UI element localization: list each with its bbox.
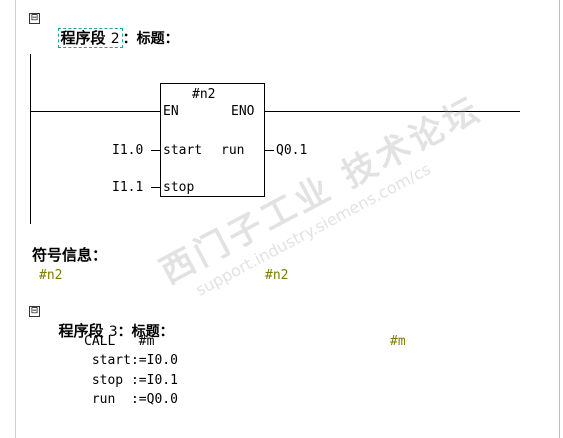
network-2-title-label: ：标题： (122, 31, 179, 47)
network-2-label: 程序段 (60, 29, 106, 47)
input-start-operand[interactable]: I1.0 (112, 143, 144, 158)
network-3-header[interactable]: 程序段 3：标题： (48, 302, 174, 341)
symbol-info-entry-name: #n2 (39, 268, 63, 283)
output-run-operand[interactable]: Q0.1 (276, 143, 308, 158)
block-name[interactable]: #n2 (192, 87, 216, 102)
network-3-title-label: ：标题： (117, 324, 174, 340)
pin-run-label: run (221, 143, 245, 158)
pin-start-label: start (163, 143, 203, 158)
stl-call-line[interactable]: CALL #m (84, 334, 155, 349)
function-block-box[interactable] (160, 83, 265, 197)
network-2-collapse-icon[interactable]: ⊟ (29, 13, 40, 24)
symbol-info-title: 符号信息： (32, 246, 108, 264)
network-2-number: 2 (110, 31, 120, 47)
right-scroll-edge (559, 0, 560, 438)
network-3-number: 3 (108, 324, 118, 340)
stl-line-start[interactable]: start:=I0.0 (84, 353, 178, 368)
network-3-collapse-icon[interactable]: ⊟ (29, 306, 40, 317)
network-2-header[interactable]: 程序段 2：标题： (48, 9, 179, 48)
stl-call-symbol: #m (390, 334, 406, 349)
pin-stop-label: stop (163, 180, 195, 195)
left-gutter-rule (15, 0, 16, 438)
stl-line-run[interactable]: run :=Q0.0 (84, 392, 178, 407)
en-label: EN (163, 104, 179, 119)
eno-label: ENO (231, 104, 255, 119)
input-stop-operand[interactable]: I1.1 (112, 180, 144, 195)
symbol-info-entry-symbol: #n2 (265, 268, 289, 283)
ladder-diagram[interactable] (0, 0, 563, 240)
stl-line-stop[interactable]: stop :=I0.1 (84, 373, 178, 388)
network-3-label: 程序段 (58, 322, 104, 340)
